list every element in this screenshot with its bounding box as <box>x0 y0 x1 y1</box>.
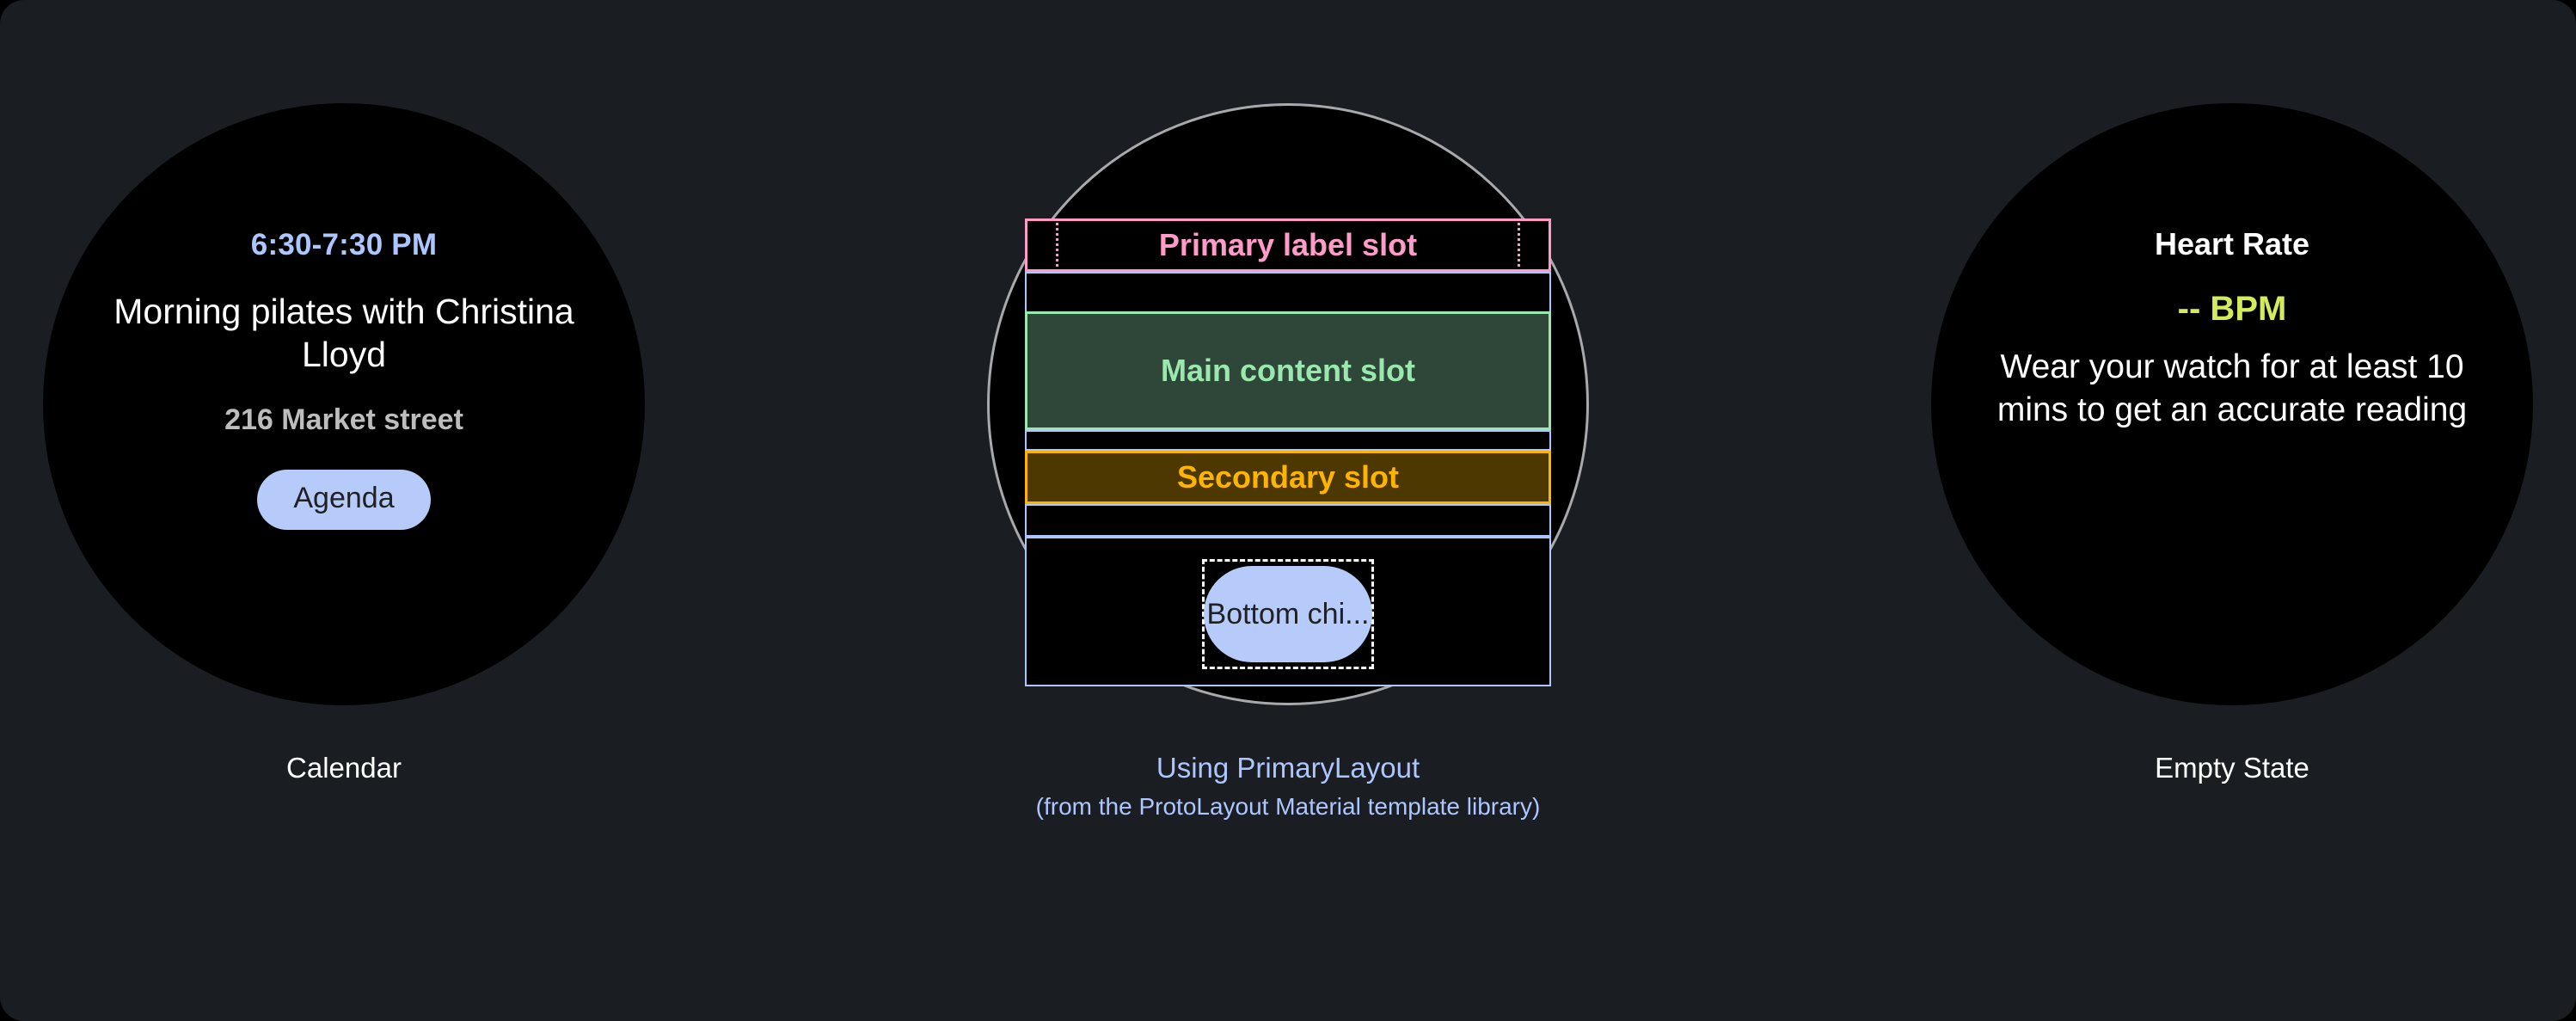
event-time-range: 6:30-7:30 PM <box>250 228 438 261</box>
heart-rate-content-stack: Heart Rate -- BPM Wear your watch for at… <box>1931 103 2533 705</box>
bottom-chip-bounds-outline <box>1202 559 1374 669</box>
event-location: 216 Market street <box>224 403 463 436</box>
caption-empty-state: Empty State <box>2155 752 2309 784</box>
slot-primary-label[interactable]: Primary label slot <box>1025 218 1551 272</box>
slot-bottom-chip-region: Bottom chi... <box>1025 537 1551 686</box>
heart-rate-value: -- BPM <box>2177 290 2287 328</box>
watch-face-empty-state: Heart Rate -- BPM Wear your watch for at… <box>1931 103 2533 705</box>
slot-main-content[interactable]: Main content slot <box>1025 311 1551 430</box>
layout-band-spacer-bottom <box>1025 504 1551 537</box>
heart-rate-title: Heart Rate <box>2154 226 2310 261</box>
bottom-chip-button[interactable]: Bottom chi... <box>1204 566 1372 662</box>
caption-primary-layout: Using PrimaryLayout (from the ProtoLayou… <box>944 751 1632 823</box>
primary-layout-slot-diagram: Primary label slot Main content slot Sec… <box>1025 213 1551 688</box>
event-title: Morning pilates with Christina Lloyd <box>113 292 574 374</box>
caption-primary-layout-subtitle: (from the ProtoLayout Material template … <box>1035 793 1541 820</box>
layout-band-spacer-middle <box>1025 430 1551 451</box>
slot-secondary-label[interactable]: Secondary slot <box>1025 451 1551 504</box>
margin-guide-left-icon <box>1056 218 1058 272</box>
margin-guide-right-icon <box>1518 218 1520 272</box>
panel-empty-state: Heart Rate -- BPM Wear your watch for at… <box>1888 0 2576 1021</box>
agenda-chip-button[interactable]: Agenda <box>257 470 431 530</box>
heart-rate-hint-text: Wear your watch for at least 10 mins to … <box>1996 348 2468 428</box>
watch-face-calendar: 6:30-7:30 PM Morning pilates with Christ… <box>43 103 645 705</box>
layout-band-spacer-top <box>1025 272 1551 313</box>
caption-calendar: Calendar <box>286 752 402 784</box>
panel-calendar: 6:30-7:30 PM Morning pilates with Christ… <box>0 0 688 1021</box>
panel-primary-layout: Primary label slot Main content slot Sec… <box>944 0 1632 1021</box>
calendar-content-stack: 6:30-7:30 PM Morning pilates with Christ… <box>43 103 645 705</box>
caption-primary-layout-title: Using PrimaryLayout <box>1156 752 1420 784</box>
